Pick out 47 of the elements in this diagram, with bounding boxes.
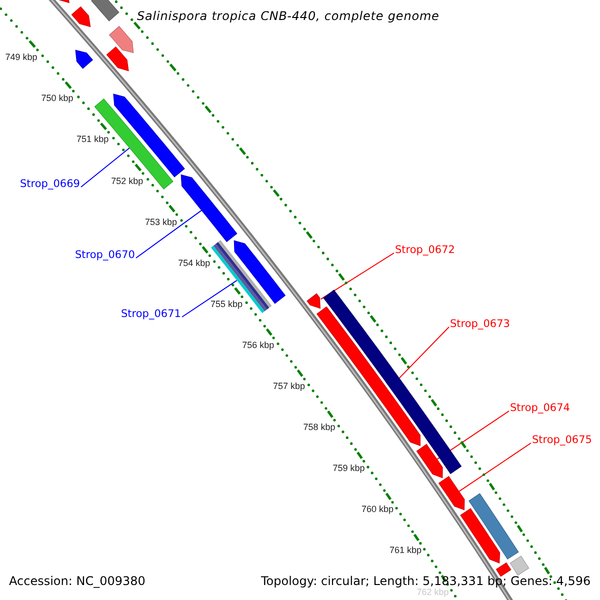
leader-line [320,252,394,300]
gene-block [71,6,91,28]
gene-block [306,293,320,309]
gene-label: Strop_0672 [395,244,455,256]
position-label: 755 kbp [210,298,242,309]
leader-line [398,326,450,379]
position-label: 752 kbp [111,176,144,186]
gene-block [460,508,500,564]
position-label: 749 kbp [5,52,38,62]
gene-label: Strop_0675 [532,434,592,446]
gene-label: Strop_0670 [75,249,135,261]
gene-block [180,174,238,242]
gene-block [75,50,94,69]
gene-block [91,0,120,22]
gene-block [113,94,185,178]
diagram-title: Salinispora tropica CNB-440, complete genome [137,9,440,23]
gene-label: Strop_0669 [20,178,80,190]
position-label: 759 kbp [332,463,365,474]
leader-line [136,210,202,258]
info-text: Topology: circular; Length: 5,183,331 bp; Genes: 4,596 [261,574,591,588]
position-label: 761 kbp [389,545,422,556]
leader-line [436,410,510,460]
gene-block [94,98,174,190]
gene-label: Strop_0673 [450,318,510,330]
position-label: 760 kbp [361,504,394,514]
gene-block [496,562,512,577]
position-label: 756 kbp [242,340,274,350]
gene-block [211,240,272,314]
gene-label: Strop_0674 [510,402,570,414]
leader-line [182,280,238,318]
position-label: 757 kbp [273,381,306,392]
gene-label: Strop_0671 [121,308,181,320]
gene-block [416,444,443,478]
gene-block [316,306,420,446]
gene-block [106,46,129,72]
info-text: Accession: NC_009380 [9,574,146,588]
position-label: 758 kbp [303,422,336,432]
leader-line [458,442,532,492]
position-label: 753 kbp [144,216,177,227]
gene-block [468,493,519,560]
position-label: 754 kbp [178,258,210,268]
position-label: 751 kbp [76,134,109,144]
gene-block [438,476,465,510]
gene-block [510,556,530,576]
gene-block [108,26,134,54]
leader-line [80,147,130,188]
position-label: 750 kbp [41,93,74,104]
